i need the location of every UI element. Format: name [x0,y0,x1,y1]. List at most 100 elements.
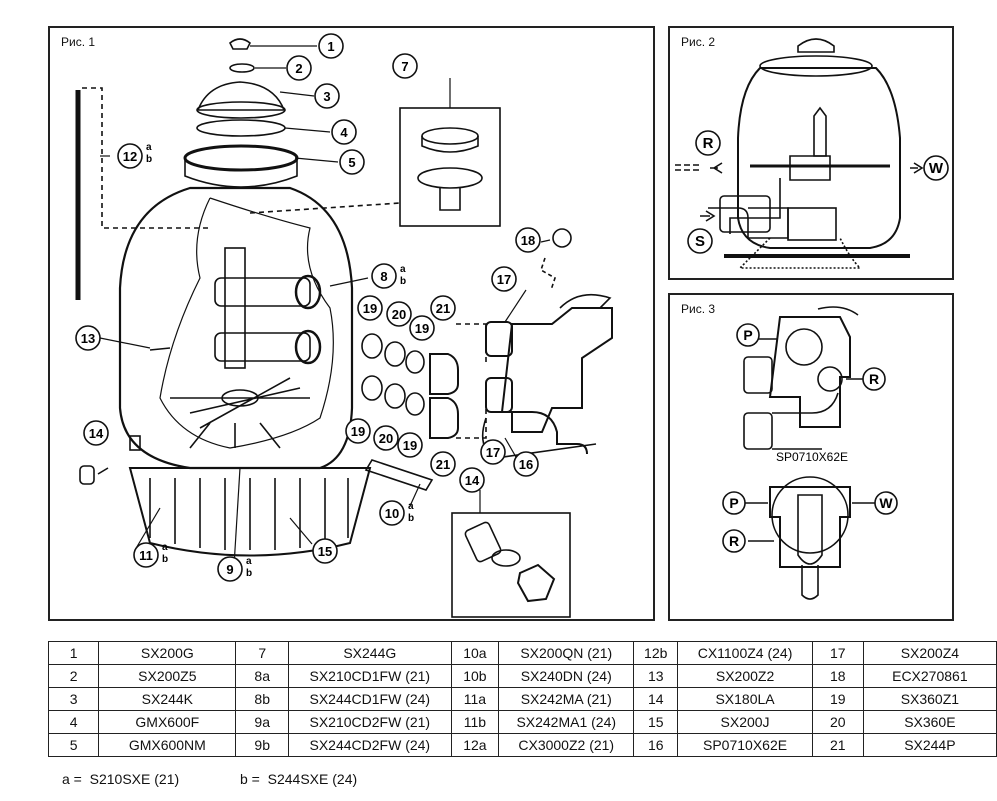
part-number-cell: 18 [811,664,864,688]
part-number-cell: 8a [235,664,290,688]
svg-text:18: 18 [521,233,535,248]
callout-19-b: 19 [409,315,435,341]
part-number-cell: 13 [633,664,679,688]
part-number-cell: 17 [811,641,864,665]
svg-text:14: 14 [89,426,104,441]
callout-21-b: 21 [430,451,456,477]
callout-20-a: 20 [386,301,412,327]
figure-1-panel: Рис. 1 [48,26,655,621]
svg-text:16: 16 [519,457,533,472]
callout-11: 11 [133,542,159,568]
filter-installation-diagram: R W S [675,38,949,269]
callout-11-a: a [162,542,168,553]
svg-text:4: 4 [340,125,348,140]
callout-20-b: 20 [373,425,399,451]
callout-3: 3 [314,83,340,109]
figure-2-panel: Рис. 2 R W S [668,26,954,280]
callout-12: 12 [117,143,143,169]
part-number-cell: 10b [450,664,500,688]
part-code-cell: SX244CD1FW (24) [288,687,452,711]
svg-text:21: 21 [436,457,450,472]
svg-text:R: R [869,371,879,387]
callout-18: 18 [515,227,541,253]
svg-text:P: P [729,495,738,511]
legend-a: a = S210SXE (21) [62,771,179,787]
marker-r-side: R [862,367,886,391]
callout-13: 13 [75,325,101,351]
part-code-cell: SX244K [98,687,237,711]
callout-9-a: a [246,556,252,567]
part-code-cell: SX200Z5 [98,664,237,688]
part-code-cell: SX200Z2 [677,664,813,688]
part-number-cell: 11b [450,710,500,734]
part-number-cell: 9b [235,733,290,757]
part-code-cell: SX200G [98,641,237,665]
svg-text:9: 9 [226,562,233,577]
part-code-cell: GMX600F [98,710,237,734]
callout-15: 15 [312,538,338,564]
callout-11-b: b [162,554,168,565]
callout-19-d: 19 [397,432,423,458]
part-number-cell: 4 [47,710,100,734]
part-code-cell: GMX600NM [98,733,237,757]
part-code-cell: SX240DN (24) [498,664,635,688]
svg-text:19: 19 [415,321,429,336]
callout-19-c: 19 [345,418,371,444]
svg-text:R: R [703,135,714,152]
svg-text:13: 13 [81,331,95,346]
callout-17-bottom: 17 [480,439,506,465]
part-number-cell: 3 [47,687,100,711]
part-number-cell: 8b [235,687,290,711]
part-number-cell: 12b [633,641,679,665]
callout-10: 10 [379,500,405,526]
svg-text:W: W [879,495,893,511]
svg-text:5: 5 [348,155,355,170]
part-code-cell: SX360Z1 [862,687,997,711]
part-code-cell: SX200Z4 [862,641,997,665]
svg-text:7: 7 [401,59,408,74]
part-number-cell: 10a [450,641,500,665]
part-number-cell: 9a [235,710,290,734]
callout-1: 1 [318,33,344,59]
svg-text:19: 19 [403,438,417,453]
part-number-cell: 5 [47,733,100,757]
svg-text:3: 3 [323,89,330,104]
svg-text:W: W [929,160,944,177]
callout-8-a: a [400,264,406,275]
svg-text:8: 8 [380,269,387,284]
callout-10-b: b [408,513,414,524]
part-code-cell: SX360E [862,710,997,734]
callout-12-b: b [146,154,152,165]
callout-9: 9 [217,556,243,582]
marker-w: W [923,155,949,181]
part-number-cell: 16 [633,733,679,757]
part-code-cell: SX244CD2FW (24) [288,733,452,757]
callout-8: 8 [371,263,397,289]
svg-text:R: R [729,533,739,549]
svg-text:10: 10 [385,506,399,521]
svg-text:1: 1 [327,39,334,54]
part-number-cell: 1 [47,641,100,665]
figure-3-label: Рис. 3 [681,302,716,316]
callout-21-a: 21 [430,295,456,321]
callout-17-top: 17 [491,266,517,292]
svg-text:S: S [695,233,705,250]
callout-10-a: a [408,501,414,512]
legend-a-value: S210SXE (21) [89,771,180,787]
svg-text:P: P [743,327,752,343]
part-number-cell: 21 [811,733,864,757]
figure-2-label: Рис. 2 [681,35,716,49]
part-code-cell: CX1100Z4 (24) [677,641,813,665]
part-code-cell: SX210CD1FW (21) [288,664,452,688]
callout-16: 16 [513,451,539,477]
callout-14: 14 [83,420,109,446]
part-code-cell: SX200J [677,710,813,734]
marker-s: S [687,228,713,254]
svg-text:17: 17 [486,445,500,460]
marker-p-side: P [736,323,760,347]
marker-r-top: R [722,529,746,553]
callout-4: 4 [331,119,357,145]
